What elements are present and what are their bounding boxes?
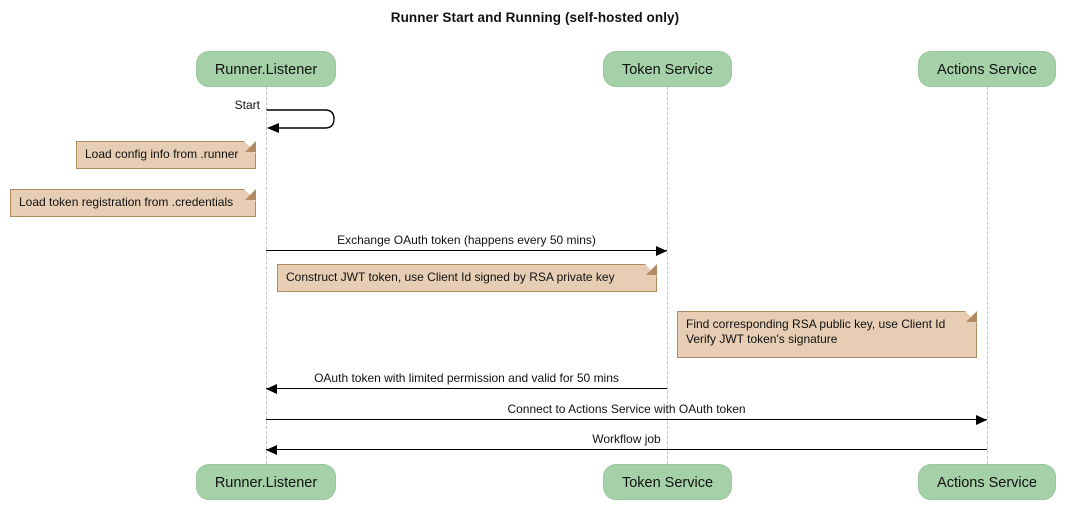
participant-actions-bottom[interactable]: Actions Service [918, 464, 1056, 500]
note-text: Construct JWT token, use Client Id signe… [286, 270, 615, 284]
message-line-m5[interactable] [266, 449, 987, 450]
note-n4: Find corresponding RSA public key, use C… [677, 311, 977, 358]
message-label-m1: Start [234, 98, 260, 112]
lifeline-token [667, 87, 668, 464]
participant-token-top[interactable]: Token Service [603, 51, 732, 87]
message-label-m4: Connect to Actions Service with OAuth to… [507, 402, 746, 416]
participant-actions-top[interactable]: Actions Service [918, 51, 1056, 87]
message-line-m4[interactable] [266, 419, 987, 420]
message-line-m2[interactable] [266, 250, 667, 251]
message-arrowhead-m5 [266, 444, 277, 455]
message-m1-self-loop[interactable] [266, 106, 340, 140]
lifeline-actions [987, 87, 988, 464]
note-text: Load config info from .runner [85, 147, 239, 161]
participant-runner-bottom[interactable]: Runner.Listener [196, 464, 336, 500]
message-arrowhead-m2 [656, 245, 667, 256]
participant-runner-top[interactable]: Runner.Listener [196, 51, 336, 87]
note-fold-edge-icon [966, 311, 977, 322]
participant-token-bottom[interactable]: Token Service [603, 464, 732, 500]
page-title: Runner Start and Running (self-hosted on… [390, 10, 680, 25]
message-line-m3[interactable] [266, 388, 667, 389]
message-arrowhead-m3 [266, 383, 277, 394]
message-arrowhead-m4 [976, 414, 987, 425]
note-n2: Load token registration from .credential… [10, 189, 256, 217]
message-label-m5: Workflow job [592, 432, 661, 446]
note-n3: Construct JWT token, use Client Id signe… [277, 264, 657, 292]
note-n1: Load config info from .runner [76, 141, 256, 169]
note-fold-edge-icon [646, 264, 657, 275]
note-fold-edge-icon [245, 189, 256, 200]
note-fold-edge-icon [245, 141, 256, 152]
lifeline-runner [266, 87, 267, 464]
note-text: Find corresponding RSA public key, use C… [686, 317, 946, 346]
message-label-m2: Exchange OAuth token (happens every 50 m… [337, 233, 596, 247]
message-label-m3: OAuth token with limited permission and … [314, 371, 619, 385]
note-text: Load token registration from .credential… [19, 195, 234, 209]
